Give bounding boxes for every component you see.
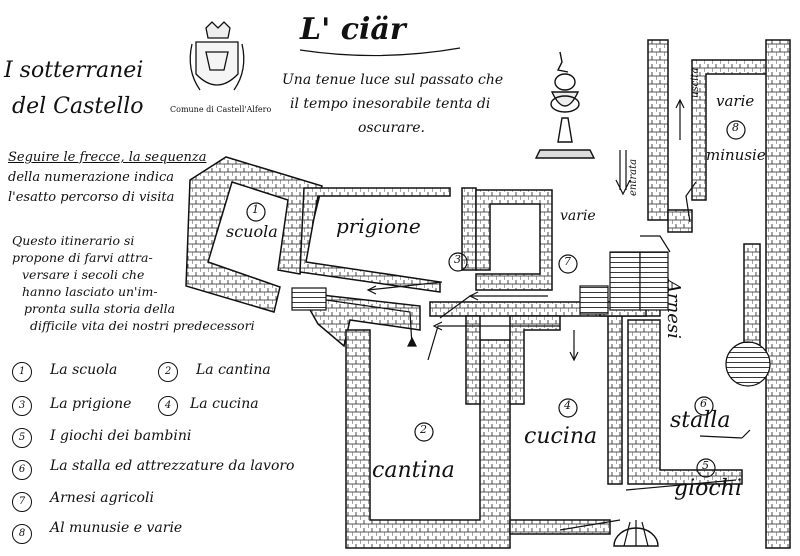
intro-line-2: propone di farvi attra-: [12, 250, 153, 265]
instructions-line-2: della numerazione indica: [8, 170, 175, 185]
legend-label-7: Arnesi agricoli: [50, 490, 154, 506]
quote-line-3: oscurare.: [358, 120, 425, 136]
room-num-arnesi: 7: [564, 255, 571, 268]
legend-num-1: 1: [12, 362, 32, 382]
legend-label-2: La cantina: [196, 362, 271, 378]
route-arrows: [325, 98, 751, 531]
wall-cantina: [345, 329, 511, 549]
title-line-1: I sotterranei: [4, 58, 144, 83]
wall-scuola: [185, 156, 323, 313]
title-line-2: del Castello: [12, 94, 144, 119]
label-entrata: entrata: [628, 158, 639, 196]
legend-label-8: Al munusie e varie: [50, 520, 183, 536]
well-giochi: [613, 520, 659, 547]
intro-line-3: versare i secoli che: [22, 267, 145, 282]
wall-prigione: [299, 187, 553, 293]
quote-line-1: Una tenue luce sul passato che: [282, 72, 504, 88]
legend-num-2: 2: [158, 362, 178, 382]
room-label-giochi: giochi: [674, 476, 742, 501]
room-label-stalla: stalla: [670, 408, 731, 433]
quote-line-2: il tempo inesorabile tenta di: [290, 96, 491, 112]
legend-label-4: La cucina: [190, 396, 259, 412]
legend-num-5: 5: [12, 428, 32, 448]
legend-num-8: 8: [12, 524, 32, 544]
legend-label-6: La stalla ed attrezzature da lavoro: [50, 458, 295, 474]
room-num-giochi: 5: [702, 459, 709, 472]
label-uscita: uscita: [690, 67, 701, 98]
intro-line-5: pronta sulla storia della: [24, 301, 176, 316]
legend-label-3: La prigione: [50, 396, 132, 412]
legend-label-5: I giochi dei bambini: [50, 428, 192, 444]
intro-line-6: difficile vita dei nostri predecessori: [30, 318, 255, 333]
barrel-stalla: [725, 341, 771, 387]
room-label-varie-mid: varie: [560, 208, 596, 224]
intro-line-4: hanno lasciato un'im-: [22, 284, 158, 299]
lamp-drawing: [534, 51, 596, 159]
room-label-cucina: cucina: [524, 424, 598, 449]
main-title: L' ciär: [300, 12, 406, 47]
comune-label: Comune di Castell'Alfero: [170, 105, 272, 114]
room-circles: [246, 120, 746, 478]
heading-underline: [299, 47, 461, 57]
room-label-prigione: prigione: [336, 214, 421, 238]
room-label-cantina: cantina: [372, 458, 455, 483]
legend-num-3: 3: [12, 396, 32, 416]
room-num-cantina: 2: [420, 423, 427, 436]
legend-label-1: La scuola: [50, 362, 118, 378]
instructions-line-3: l'esatto percorso di visita: [8, 190, 175, 205]
legend-num-7: 7: [12, 492, 32, 512]
legend-num-4: 4: [158, 396, 178, 416]
room-label-minusie: minusie: [706, 146, 766, 164]
room-label-arnesi: Arnesi: [663, 280, 684, 339]
room-num-scuola: 1: [252, 203, 259, 216]
stairs: [291, 251, 669, 315]
intro-line-1: Questo itinerario si: [12, 233, 135, 248]
instructions-heading: Seguire le frecce, la sequenza: [8, 150, 207, 165]
room-num-prigione: 3: [454, 253, 461, 266]
wall-cucina: [465, 315, 623, 535]
room-num-stalla: 6: [700, 397, 707, 410]
legend-num-6: 6: [12, 460, 32, 480]
room-label-varie-top: varie: [716, 92, 755, 110]
room-label-scuola: scuola: [226, 222, 278, 241]
crest-drawing: [189, 21, 245, 91]
room-num-cucina: 4: [564, 399, 571, 412]
room-num-varie-top: 8: [732, 121, 739, 134]
